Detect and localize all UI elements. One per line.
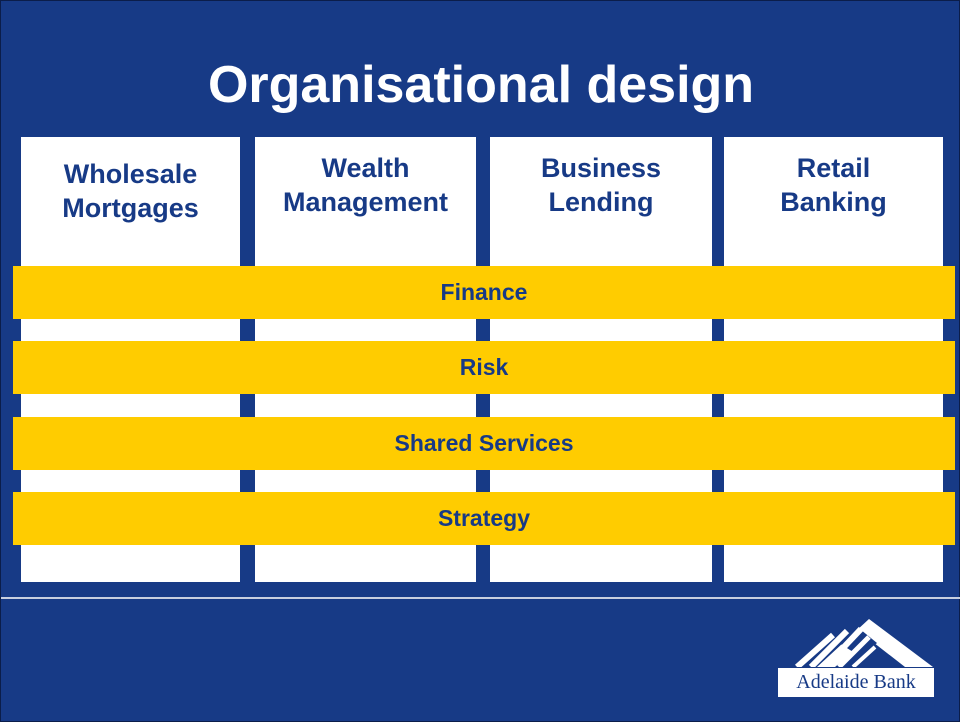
column-label-line1: Wholesale [63,159,198,189]
column-label-line1: Retail [796,153,871,183]
column-label-line2: Mortgages [62,193,199,223]
slide-title: Organisational design [207,56,755,114]
column-label-line1: Business [540,153,662,183]
column-label-line2: Banking [780,187,887,217]
band-shared-services: Shared Services [13,417,955,470]
column-label: Retail Banking [724,151,943,219]
band-risk: Risk [13,341,955,394]
column-label-line2: Lending [548,187,654,217]
footer-divider [1,597,960,599]
mountain-icon [795,619,933,669]
band-strategy: Strategy [13,492,955,545]
band-finance: Finance [13,266,955,319]
column-label: Business Lending [490,151,712,219]
column-label-line2: Management [282,187,449,217]
column-label-line1: Wealth [321,153,410,183]
adelaide-bank-logo: Adelaide Bank [777,617,937,701]
logo-text: Adelaide Bank [777,667,935,698]
column-label: Wholesale Mortgages [21,157,240,225]
column-label: Wealth Management [255,151,476,219]
